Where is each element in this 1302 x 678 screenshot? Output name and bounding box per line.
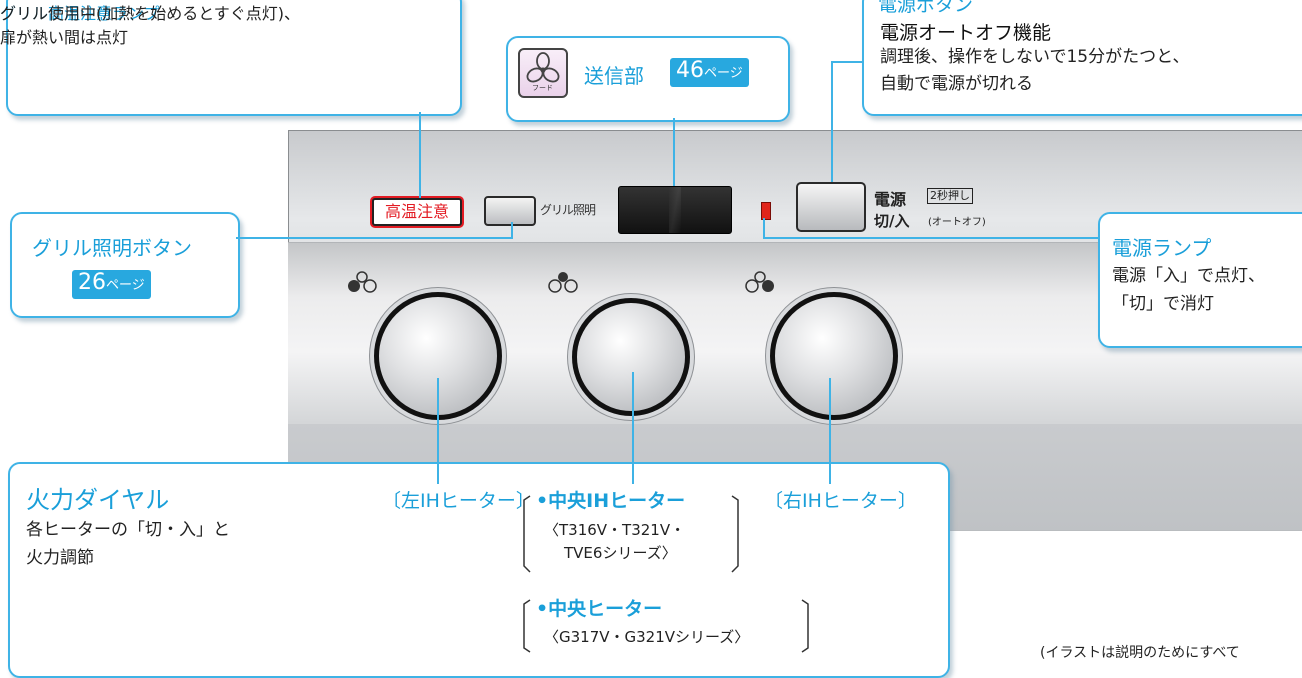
- center-heater-icon: [548, 272, 578, 293]
- leader-power-lamp: [763, 218, 1098, 239]
- dial-desc-line2: 火力調節: [26, 548, 94, 568]
- bracket-center-right: [801, 599, 809, 653]
- sender-title: 送信部: [584, 64, 644, 88]
- bracket-center-ih-left: [523, 495, 531, 573]
- grill-temp-callout: [6, 0, 462, 116]
- left-heater-label: 〔左IHヒーター〕: [382, 490, 535, 512]
- grill-temp-desc-line2: 扉が熱い間は点灯: [0, 28, 129, 47]
- center-heater-label: •中央ヒーター: [536, 598, 663, 620]
- sender-page-suffix: ページ: [704, 66, 743, 81]
- leader-lines: [236, 61, 1098, 653]
- leader-power-button: [831, 61, 862, 182]
- power-button-subtitle: 電源オートオフ機能: [880, 22, 1052, 44]
- grill-temp-desc-line1: グリル使用中(加熱を始めるとすぐ点灯)、: [0, 4, 301, 23]
- grill-light-page-suffix: ページ: [106, 278, 145, 293]
- grill-light-page-num: 26: [78, 270, 106, 295]
- center-dial-knob[interactable]: [572, 298, 690, 416]
- power-onoff-label: 切/入: [874, 212, 910, 230]
- power-button-desc-line1: 調理後、操作をしないで15分がたつと、: [880, 47, 1190, 67]
- power-lamp-desc-line1: 電源「入」で点灯、: [1112, 266, 1265, 286]
- power-button-title: 電源ボタン: [878, 0, 974, 16]
- right-heater-label: 〔右IHヒーター〕: [764, 490, 917, 512]
- illustration-note: (イラストは説明のためにすべて: [1040, 645, 1240, 661]
- right-dial-knob[interactable]: [770, 292, 898, 420]
- right-heater-icon: [745, 271, 774, 293]
- center-ih-models-line2: TVE6シリーズ〉: [564, 544, 677, 562]
- power-button-desc: 調理後、操作をしないで15分がたつと、 自動で電源が切れる: [880, 44, 1189, 98]
- dial-title: 火力ダイヤル: [26, 486, 170, 514]
- sender-page-num: 46: [676, 58, 704, 83]
- power-lamp-desc-line2: 「切」で消灯: [1112, 294, 1214, 314]
- power-button-desc-line2: 自動で電源が切れる: [880, 74, 1033, 94]
- fan-icon-label: フード: [532, 84, 553, 92]
- grill-light-label: グリル照明: [540, 203, 596, 217]
- power-lamp: [761, 202, 771, 220]
- left-heater-icon: [348, 271, 377, 293]
- center-heater-models: 〈G317V・G321Vシリーズ〉: [544, 628, 750, 646]
- grill-light-callout: [10, 212, 240, 318]
- dial-desc: 各ヒーターの「切・入」と 火力調節: [26, 516, 230, 572]
- grill-light-title: グリル照明ボタン: [32, 236, 192, 260]
- leader-grill-light: [236, 222, 513, 239]
- dial-desc-line1: 各ヒーターの「切・入」と: [26, 520, 230, 540]
- sender-page-link[interactable]: 46ページ: [670, 58, 749, 87]
- grill-temp-title: グリル高温注意ランプ: [0, 4, 160, 23]
- power-button-callout: [862, 0, 1302, 116]
- power-lamp-desc: 電源「入」で点灯、 「切」で消灯: [1112, 262, 1265, 318]
- grill-temp-desc: グリル使用中(加熱を始めるとすぐ点灯)、 扉が熱い間は点灯: [0, 0, 300, 48]
- bracket-center-left: [523, 599, 531, 653]
- center-ih-heater-label: •中央IHヒーター: [536, 490, 686, 512]
- grill-light-button[interactable]: [484, 196, 536, 226]
- power-label: 電源: [874, 190, 907, 209]
- grill-light-page-link[interactable]: 26ページ: [72, 270, 151, 299]
- grill-high-temp-lamp: 高温注意: [372, 198, 462, 226]
- power-2sec-label: 2秒押し: [927, 188, 973, 204]
- fan-icon: [518, 48, 568, 98]
- sender-display: [618, 186, 732, 234]
- power-auto-label: (オートオフ): [928, 217, 986, 228]
- center-ih-models-line1: 〈T316V・T321V・: [544, 521, 686, 539]
- bracket-center-ih-right: [731, 495, 739, 573]
- power-lamp-title: 電源ランプ: [1112, 236, 1212, 260]
- power-button[interactable]: [796, 182, 866, 232]
- fan-icon-graphic: [526, 52, 560, 83]
- power-lamp-callout: [1098, 212, 1302, 348]
